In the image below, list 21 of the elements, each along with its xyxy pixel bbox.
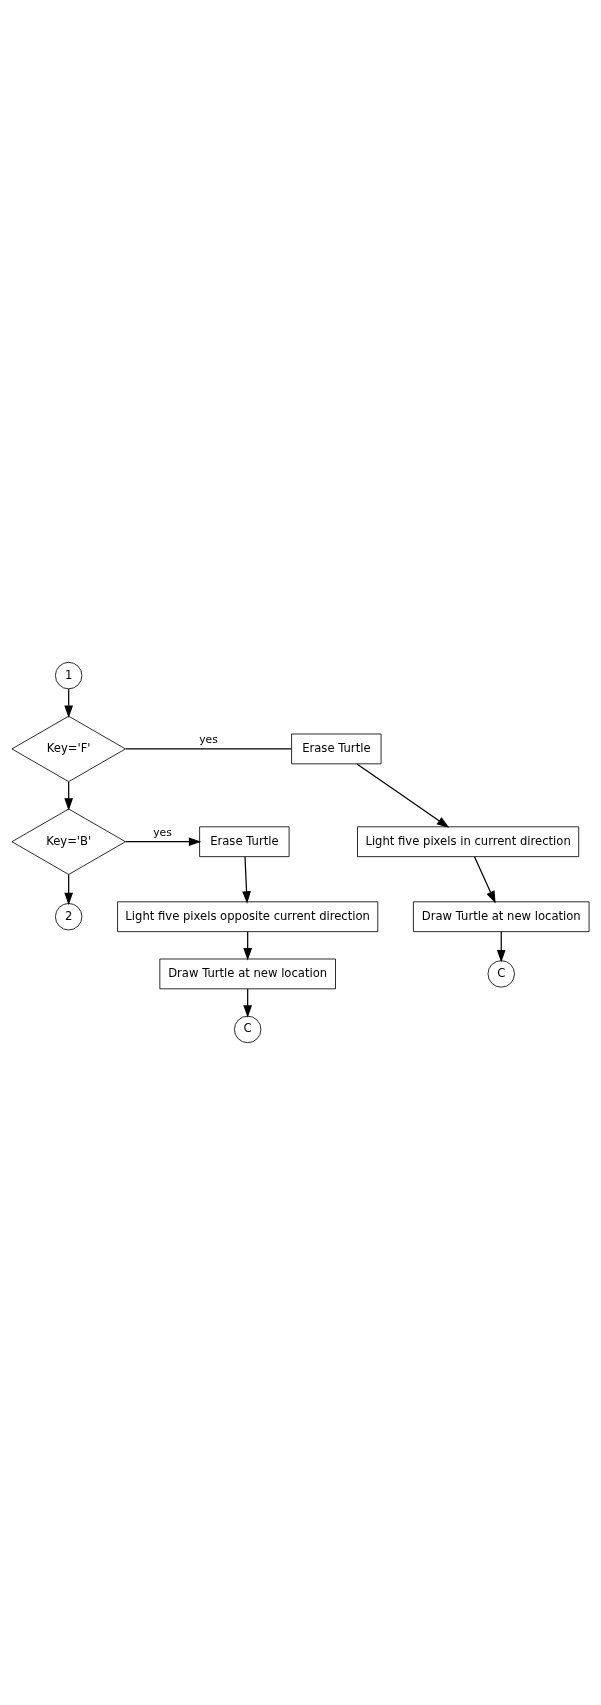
arrow — [64, 873, 74, 906]
node-box: Erase Turtle — [199, 826, 290, 858]
arrow — [356, 763, 450, 828]
node-circle: 1 — [55, 661, 83, 690]
node-box: Light five pixels opposite current direction — [117, 901, 379, 933]
edge-label: yes — [153, 826, 172, 840]
node-box: Draw Turtle at new location — [413, 901, 590, 933]
node-box: Erase Turtle — [291, 733, 382, 765]
node-circle: 2 — [55, 903, 83, 931]
arrow — [242, 856, 251, 904]
arrow — [124, 837, 202, 847]
connector — [125, 748, 293, 750]
node-box: Draw Turtle at new location — [159, 958, 336, 990]
node-circle: C — [487, 960, 515, 988]
arrow — [473, 856, 496, 904]
edge-label: yes — [199, 733, 218, 747]
node-box: Light five pixels in current direction — [357, 826, 580, 858]
node-diamond: Key='B' — [11, 808, 126, 875]
node-circle: C — [234, 1015, 262, 1044]
node-diamond: Key='F' — [11, 715, 126, 783]
arrow — [496, 931, 506, 963]
